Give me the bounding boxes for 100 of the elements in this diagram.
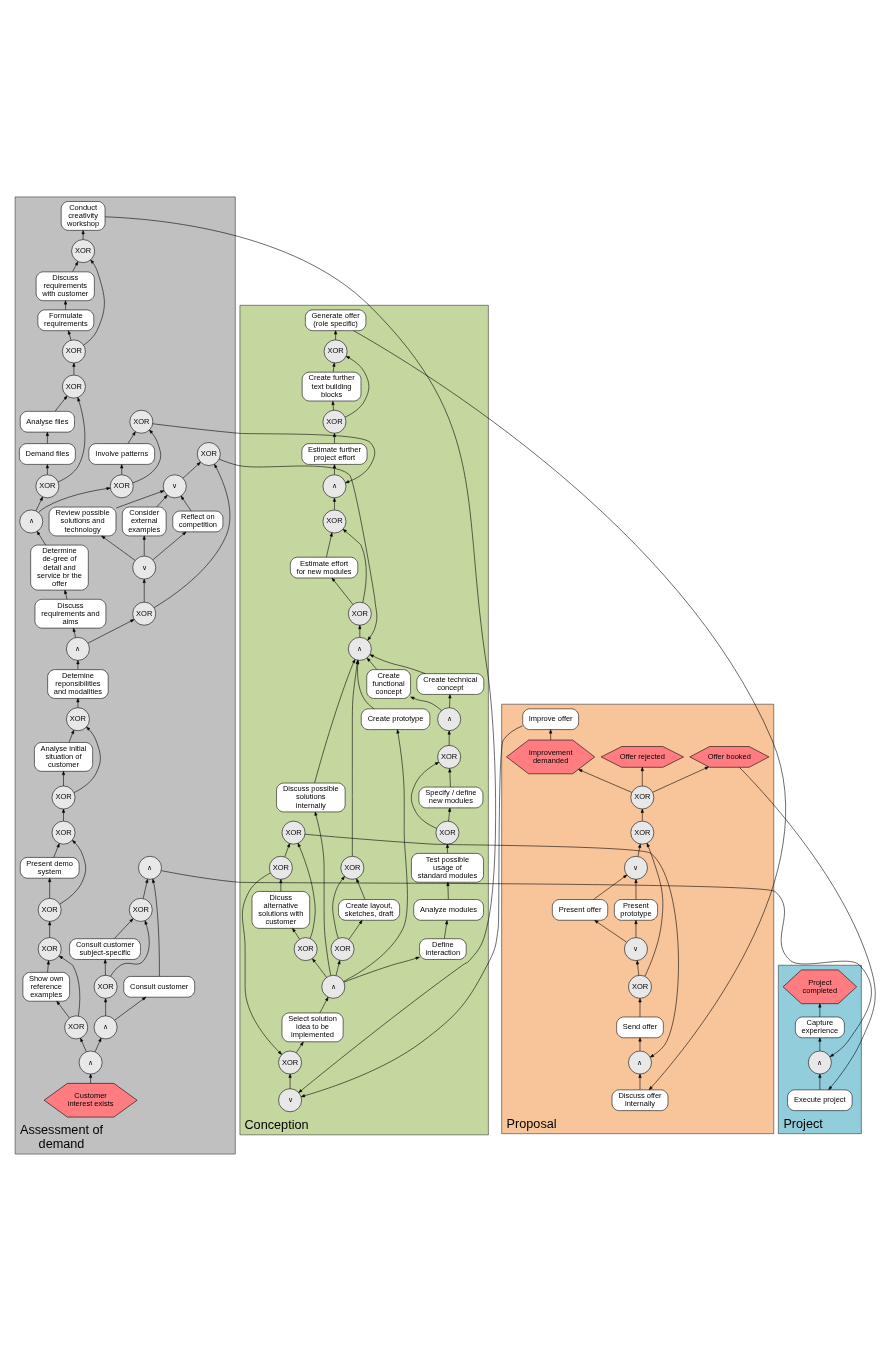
arrow [68, 729, 75, 743]
arrow [369, 654, 426, 674]
arrow [62, 771, 66, 787]
arrow [334, 330, 338, 341]
arrow [297, 843, 316, 939]
arrow [58, 955, 81, 1017]
arrow [634, 879, 638, 900]
arrow [81, 230, 85, 240]
arrow [115, 490, 165, 509]
arrow [54, 395, 68, 412]
arrow [127, 431, 136, 444]
arrow [411, 761, 440, 829]
arrow [87, 619, 135, 644]
arrow [410, 696, 442, 711]
arrow [152, 423, 376, 484]
arrow [53, 843, 60, 858]
arrow [288, 1073, 292, 1089]
arrow [279, 879, 283, 892]
arrow [312, 958, 327, 978]
arrow [300, 725, 523, 1098]
arrow [637, 843, 642, 857]
arrow [76, 660, 80, 670]
arrow [114, 918, 134, 939]
arrow [652, 766, 709, 793]
arrow [445, 843, 449, 854]
arrow [348, 920, 363, 940]
arrow [314, 659, 356, 784]
arrow [35, 496, 43, 512]
arrow [319, 996, 329, 1014]
arrow [76, 698, 80, 708]
arrow [218, 458, 378, 641]
arrow [447, 730, 451, 746]
arrow [103, 959, 107, 976]
arrow [36, 531, 46, 546]
arrow [142, 535, 146, 557]
arrow [38, 487, 111, 513]
arrow [73, 726, 101, 793]
arrow [48, 878, 52, 899]
arrow [332, 433, 336, 444]
arrow [358, 625, 362, 638]
arrow [448, 768, 452, 788]
arrow [110, 920, 150, 977]
arrow [332, 876, 345, 939]
arrow [72, 362, 76, 376]
arrow [46, 960, 50, 973]
arrow [332, 464, 336, 475]
arrow [594, 920, 627, 943]
arrow [343, 729, 408, 982]
arrow [343, 956, 420, 983]
arrow [342, 528, 367, 603]
arrow [94, 1037, 102, 1053]
arrow [593, 874, 628, 900]
arrow [332, 362, 336, 373]
arrow [304, 834, 679, 1058]
arrow [638, 1037, 642, 1052]
arrow [59, 840, 87, 905]
arrow [180, 495, 192, 512]
arrow [366, 657, 378, 670]
arrow [101, 535, 136, 561]
arrow [295, 1041, 304, 1053]
arrow [335, 960, 341, 976]
arrow [444, 920, 449, 939]
arrow [142, 578, 146, 603]
arrow [142, 878, 149, 899]
arrow [62, 808, 66, 822]
arrow [638, 998, 642, 1018]
arrow [448, 807, 452, 822]
arrow [67, 330, 72, 341]
arrow [818, 1037, 822, 1052]
arrow [448, 694, 452, 708]
arrow [818, 1073, 822, 1090]
arrow [356, 878, 366, 900]
arrow [56, 1000, 70, 1019]
arrow [156, 494, 168, 508]
arrow [332, 497, 336, 511]
arrow [57, 397, 86, 483]
arrow [818, 1003, 822, 1018]
arrow [45, 431, 49, 444]
arrow [314, 811, 332, 976]
arrow [344, 355, 370, 418]
arrow [153, 463, 231, 608]
arrow [152, 878, 160, 977]
arrow [578, 769, 633, 793]
arrow [549, 729, 553, 741]
arrow [640, 808, 644, 822]
arrow [80, 1037, 87, 1053]
arrow [242, 872, 282, 1055]
arrow [326, 532, 333, 558]
arrow [634, 920, 638, 938]
arrow [182, 462, 201, 479]
arrow [161, 870, 872, 1057]
arrow [446, 881, 450, 900]
arrow [331, 400, 335, 411]
arrow [331, 577, 354, 605]
arrow [739, 767, 876, 1091]
arrow [284, 843, 290, 858]
arrow [45, 464, 49, 475]
arrow [83, 259, 105, 346]
arrow [64, 589, 68, 600]
arrow [48, 921, 52, 938]
